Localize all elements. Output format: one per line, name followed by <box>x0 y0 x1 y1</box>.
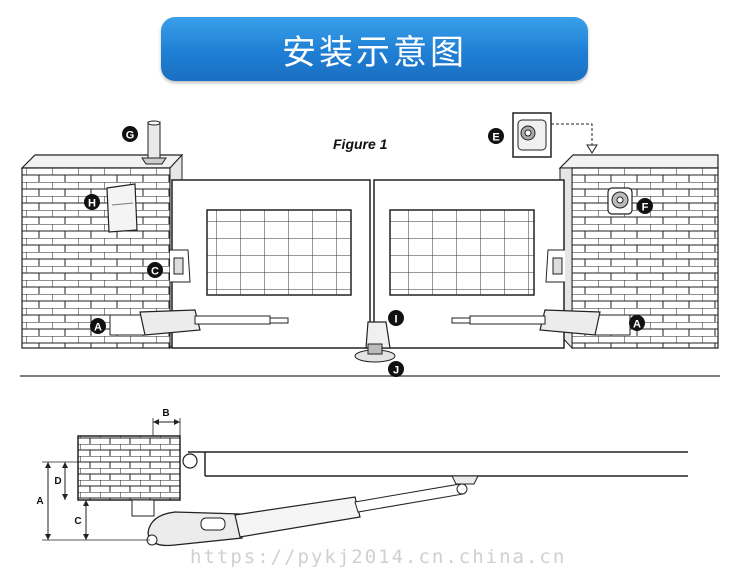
figure-label: Figure 1 <box>333 136 388 152</box>
callout-a-left: A <box>90 318 106 334</box>
dimension-letter-c: C <box>74 516 81 527</box>
right-photocell <box>545 249 565 283</box>
dimension-c: C <box>74 500 89 540</box>
dimension-letter-a: A <box>36 496 43 507</box>
flashing-lamp <box>141 120 167 165</box>
callout-letter: F <box>642 202 649 214</box>
plan-actuator <box>131 483 468 547</box>
control-box <box>106 183 138 233</box>
callout-letter: H <box>88 198 96 210</box>
watermark: https://pykj2014.cn.china.cn <box>190 546 566 568</box>
key-selector <box>607 187 633 215</box>
callout-e: E <box>488 128 504 144</box>
left-actuator <box>109 309 289 336</box>
dimension-b: B <box>152 408 181 436</box>
radio-receiver <box>512 112 598 158</box>
dimension-d: D <box>54 461 78 500</box>
plan-pillar <box>77 435 181 501</box>
callout-letter: I <box>394 314 397 326</box>
plan-gate-leaf <box>182 451 688 485</box>
callout-i: I <box>388 310 404 326</box>
callout-a-right: A <box>629 315 645 331</box>
dimension-letter-b: B <box>162 408 169 419</box>
callout-letter: A <box>633 319 641 331</box>
callout-letter: J <box>393 365 399 377</box>
dimension-letter-d: D <box>54 476 61 487</box>
title-banner: 安装示意图 <box>161 17 588 81</box>
callout-f: F <box>637 198 653 214</box>
right-actuator <box>451 309 631 336</box>
callout-j: J <box>388 361 404 377</box>
callout-h: H <box>84 194 100 210</box>
callout-letter: G <box>126 130 135 142</box>
callout-g: G <box>122 126 138 142</box>
page-title: 安装示意图 <box>282 32 467 73</box>
callout-c: C <box>147 262 163 278</box>
callout-letter: E <box>492 132 499 144</box>
callout-letter: A <box>94 322 102 334</box>
left-photocell <box>170 249 191 283</box>
callout-letter: C <box>151 266 159 278</box>
dimension-a: A <box>36 461 150 541</box>
gate-stop <box>354 321 396 363</box>
